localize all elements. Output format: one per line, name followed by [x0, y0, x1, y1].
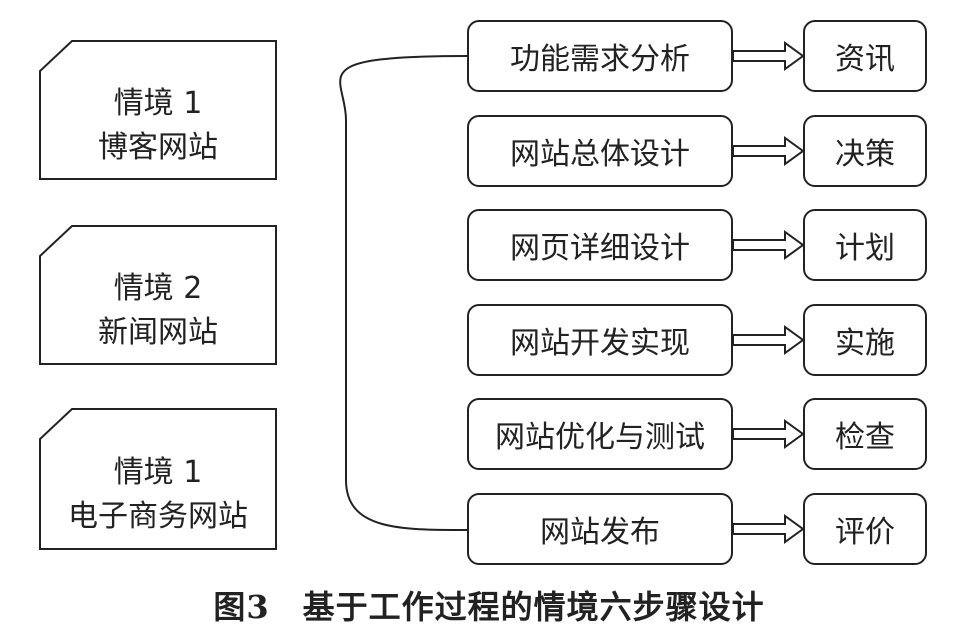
flow-arrow — [732, 419, 805, 449]
scenario-title: 情境 1 — [113, 86, 203, 121]
step-box-detailed-design: 网页详细设计 — [467, 209, 733, 281]
scenario-card-shape — [39, 408, 277, 550]
scenario-card-2: 情境 2 新闻网站 — [40, 257, 276, 365]
phase-box-information: 资讯 — [803, 20, 927, 92]
figure-caption: 图3 基于工作过程的情境六步骤设计 — [213, 588, 765, 626]
phase-box-check: 检查 — [803, 398, 927, 470]
step-box-requirements: 功能需求分析 — [467, 20, 733, 92]
scenario-name: 电子商务网站 — [68, 499, 248, 534]
phase-box-decision: 决策 — [803, 115, 927, 187]
flow-arrow — [732, 136, 805, 166]
scenario-title: 情境 2 — [113, 271, 203, 306]
flow-arrow — [732, 230, 805, 260]
phase-box-implement: 实施 — [803, 304, 927, 376]
bracket-connector — [339, 55, 468, 531]
scenario-title: 情境 1 — [113, 455, 203, 490]
scenario-card-shape — [39, 40, 277, 180]
scenario-name: 博客网站 — [98, 130, 218, 165]
step-box-release: 网站发布 — [467, 493, 733, 565]
scenario-name: 新闻网站 — [98, 315, 218, 350]
scenario-card-shape — [39, 225, 277, 365]
step-box-optimization-test: 网站优化与测试 — [467, 398, 733, 470]
phase-box-plan: 计划 — [803, 209, 927, 281]
flow-arrow — [732, 325, 805, 355]
step-box-implementation: 网站开发实现 — [467, 304, 733, 376]
scenario-card-3: 情境 1 电子商务网站 — [40, 440, 276, 550]
flow-arrow — [732, 514, 805, 544]
scenario-card-1: 情境 1 博客网站 — [40, 72, 276, 180]
arrow-group — [732, 41, 805, 544]
flow-arrow — [732, 41, 805, 71]
step-box-overall-design: 网站总体设计 — [467, 115, 733, 187]
phase-box-evaluate: 评价 — [803, 493, 927, 565]
